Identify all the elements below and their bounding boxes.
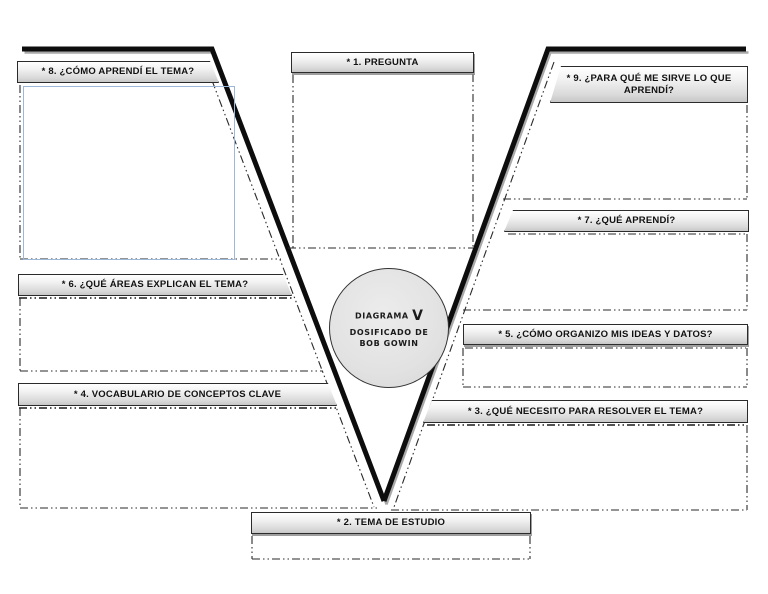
right-diagonal-dashline — [393, 61, 555, 508]
header-box-8: * 8. ¿CÓMO APRENDÍ EL TEMA? — [17, 61, 219, 83]
header-box-9-label: * 9. ¿PARA QUÉ ME SIRVE LO QUE APRENDÍ? — [566, 73, 732, 96]
header-box-8-label: * 8. ¿CÓMO APRENDÍ EL TEMA? — [41, 66, 195, 78]
header-box-5-label: * 5. ¿CÓMO ORGANIZO MIS IDEAS Y DATOS? — [498, 328, 713, 340]
header-box-2-label: * 2. TEMA DE ESTUDIO — [336, 517, 446, 529]
header-box-3: * 3. ¿QUÉ NECESITO PARA RESOLVER EL TEMA… — [423, 400, 748, 423]
answer-area-8-blue-frame — [23, 86, 235, 260]
header-box-6: * 6. ¿QUÉ ÁREAS EXPLICAN EL TEMA? — [18, 274, 292, 296]
header-box-1: * 1. PREGUNTA — [291, 52, 474, 73]
header-box-4: * 4. VOCABULARIO DE CONCEPTOS CLAVE — [18, 383, 337, 406]
v-right-arm-line — [381, 46, 746, 502]
header-box-4-label: * 4. VOCABULARIO DE CONCEPTOS CLAVE — [73, 388, 282, 400]
header-box-7: * 7. ¿QUÉ APRENDÍ? — [504, 210, 749, 232]
header-box-1-label: * 1. PREGUNTA — [346, 56, 419, 68]
header-box-2: * 2. TEMA DE ESTUDIO — [251, 512, 531, 534]
header-box-9: * 9. ¿PARA QUÉ ME SIRVE LO QUE APRENDÍ? — [550, 66, 748, 103]
header-box-3-label: * 3. ¿QUÉ NECESITO PARA RESOLVER EL TEMA… — [467, 405, 704, 417]
circle-title-line2: DOSIFICADO DE — [349, 327, 429, 337]
v-left-arm-line — [22, 46, 387, 502]
header-box-5: * 5. ¿CÓMO ORGANIZO MIS IDEAS Y DATOS? — [463, 324, 748, 345]
circle-title-line1: DIAGRAMA V — [355, 306, 423, 326]
circle-letter-v: V — [412, 308, 423, 325]
header-box-7-label: * 7. ¿QUÉ APRENDÍ? — [577, 215, 676, 227]
center-circle-title: DIAGRAMA V DOSIFICADO DE BOB GOWIN — [329, 268, 449, 388]
header-box-6-label: * 6. ¿QUÉ ÁREAS EXPLICAN EL TEMA? — [61, 279, 249, 291]
left-diagonal-dashline — [204, 61, 375, 508]
circle-word-diagrama: DIAGRAMA — [355, 311, 409, 321]
circle-title-line3: BOB GOWIN — [359, 339, 419, 349]
